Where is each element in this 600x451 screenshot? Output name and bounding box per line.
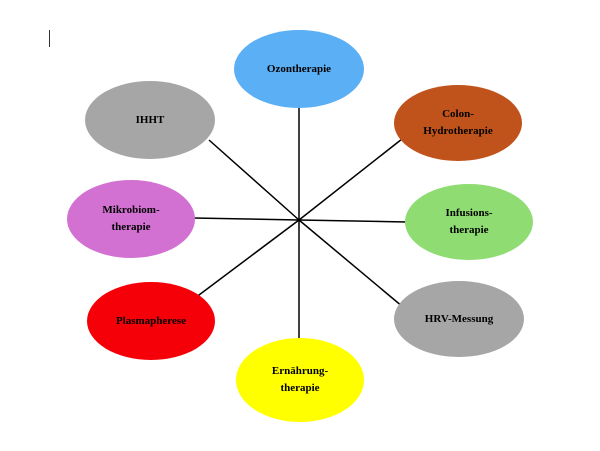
connector-plasmapherese <box>194 219 300 299</box>
connector-hrv-messung <box>298 219 404 308</box>
node-hrv-messung-label: HRV-Messung <box>424 312 494 325</box>
node-mikrobiomtherapie: Mikrobiom- therapie <box>67 180 195 258</box>
node-infusionstherapie: Infusions- therapie <box>405 184 533 260</box>
node-ernaehrungstherapie-label: Ernährung- therapie <box>271 365 329 394</box>
node-mikrobiomtherapie-label: Mikrobiom- therapie <box>102 204 160 233</box>
node-ihht-label: IHHT <box>135 113 165 126</box>
node-plasmapherese: Plasmapherese <box>87 282 215 360</box>
connector-colon-hydrotherapie <box>298 138 403 221</box>
node-ernaehrungstherapie: Ernährung- therapie <box>236 338 364 422</box>
node-ihht: IHHT <box>85 81 215 159</box>
node-infusionstherapie-label: Infusions- therapie <box>445 207 493 236</box>
connector-mikrobiomtherapie <box>192 217 300 221</box>
node-ozontherapie-label: Ozontherapie <box>266 62 332 75</box>
connector-infusionstherapie <box>298 219 408 223</box>
node-colon-hydrotherapie-label: Colon- Hydrotherapie <box>423 108 493 137</box>
node-colon-hydrotherapie: Colon- Hydrotherapie <box>394 85 522 161</box>
node-ozontherapie: Ozontherapie <box>234 30 364 108</box>
text-cursor <box>49 30 50 47</box>
node-plasmapherese-label: Plasmapherese <box>115 314 187 327</box>
connector-ihht <box>208 139 300 221</box>
node-hrv-messung: HRV-Messung <box>394 281 524 357</box>
